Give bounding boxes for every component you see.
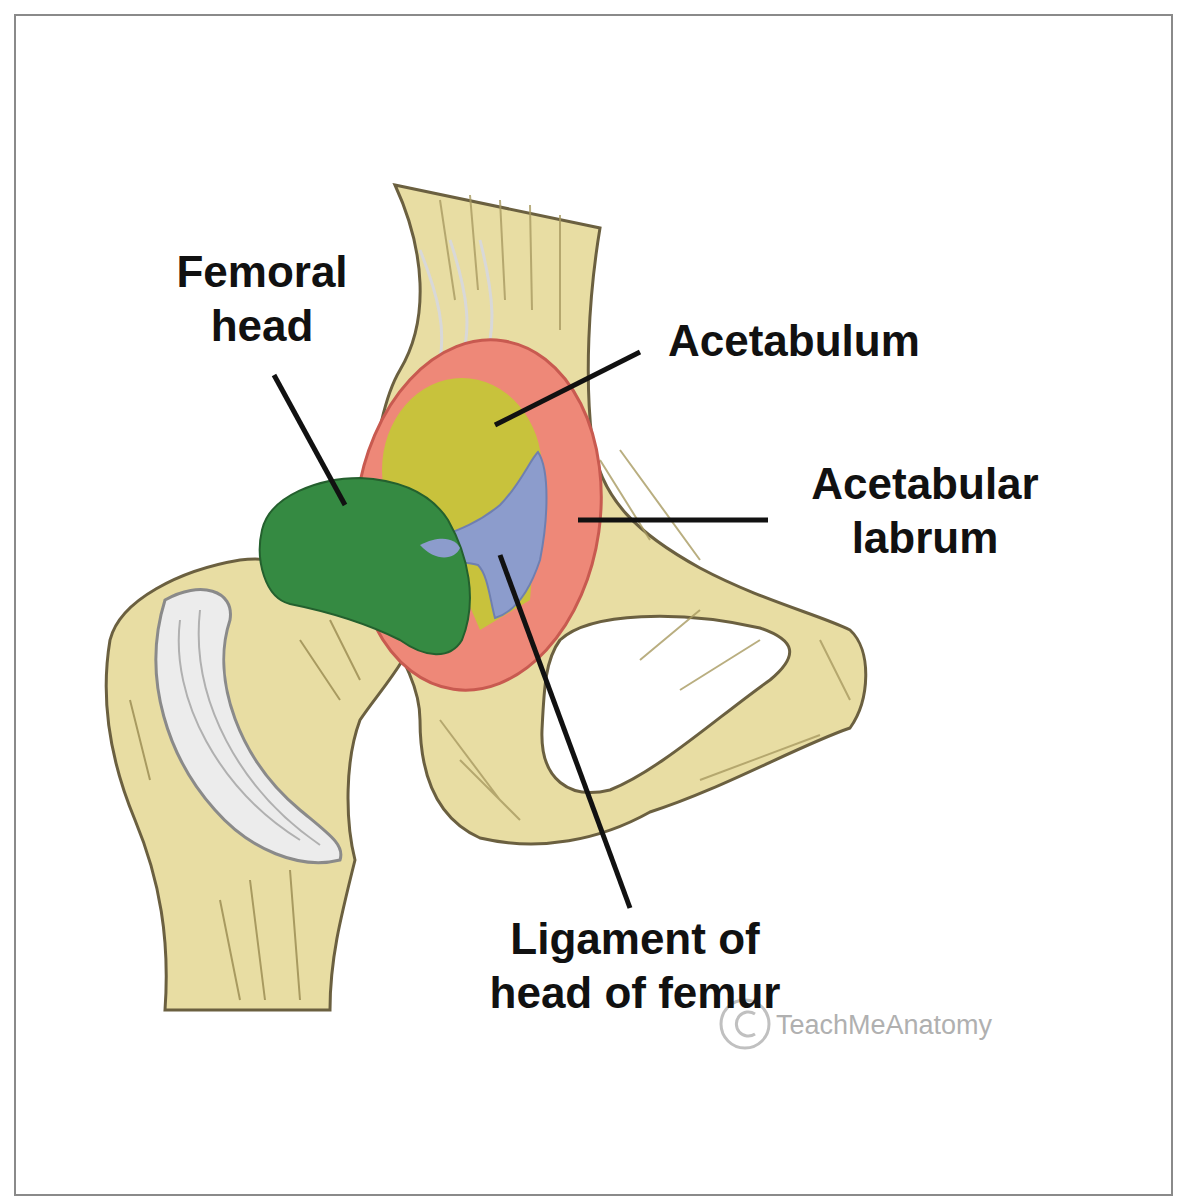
part-label: Ligament of head of femur — [475, 912, 795, 1020]
femoral-head — [260, 478, 470, 654]
part-label: Femoral head — [142, 245, 382, 353]
leader-line — [274, 375, 345, 505]
leader-lines — [274, 352, 768, 908]
band-fibres — [179, 610, 320, 845]
leader-line — [578, 518, 768, 523]
part-label: Acetabular labrum — [775, 457, 1075, 565]
part-label: Acetabulum — [668, 314, 920, 368]
leader-line — [495, 352, 640, 425]
head-overlap — [420, 539, 460, 558]
frame — [15, 15, 1172, 1195]
leader-line — [500, 555, 630, 908]
watermark: TeachMeAnatomy — [776, 1008, 992, 1042]
trochanteric-band — [156, 590, 341, 863]
